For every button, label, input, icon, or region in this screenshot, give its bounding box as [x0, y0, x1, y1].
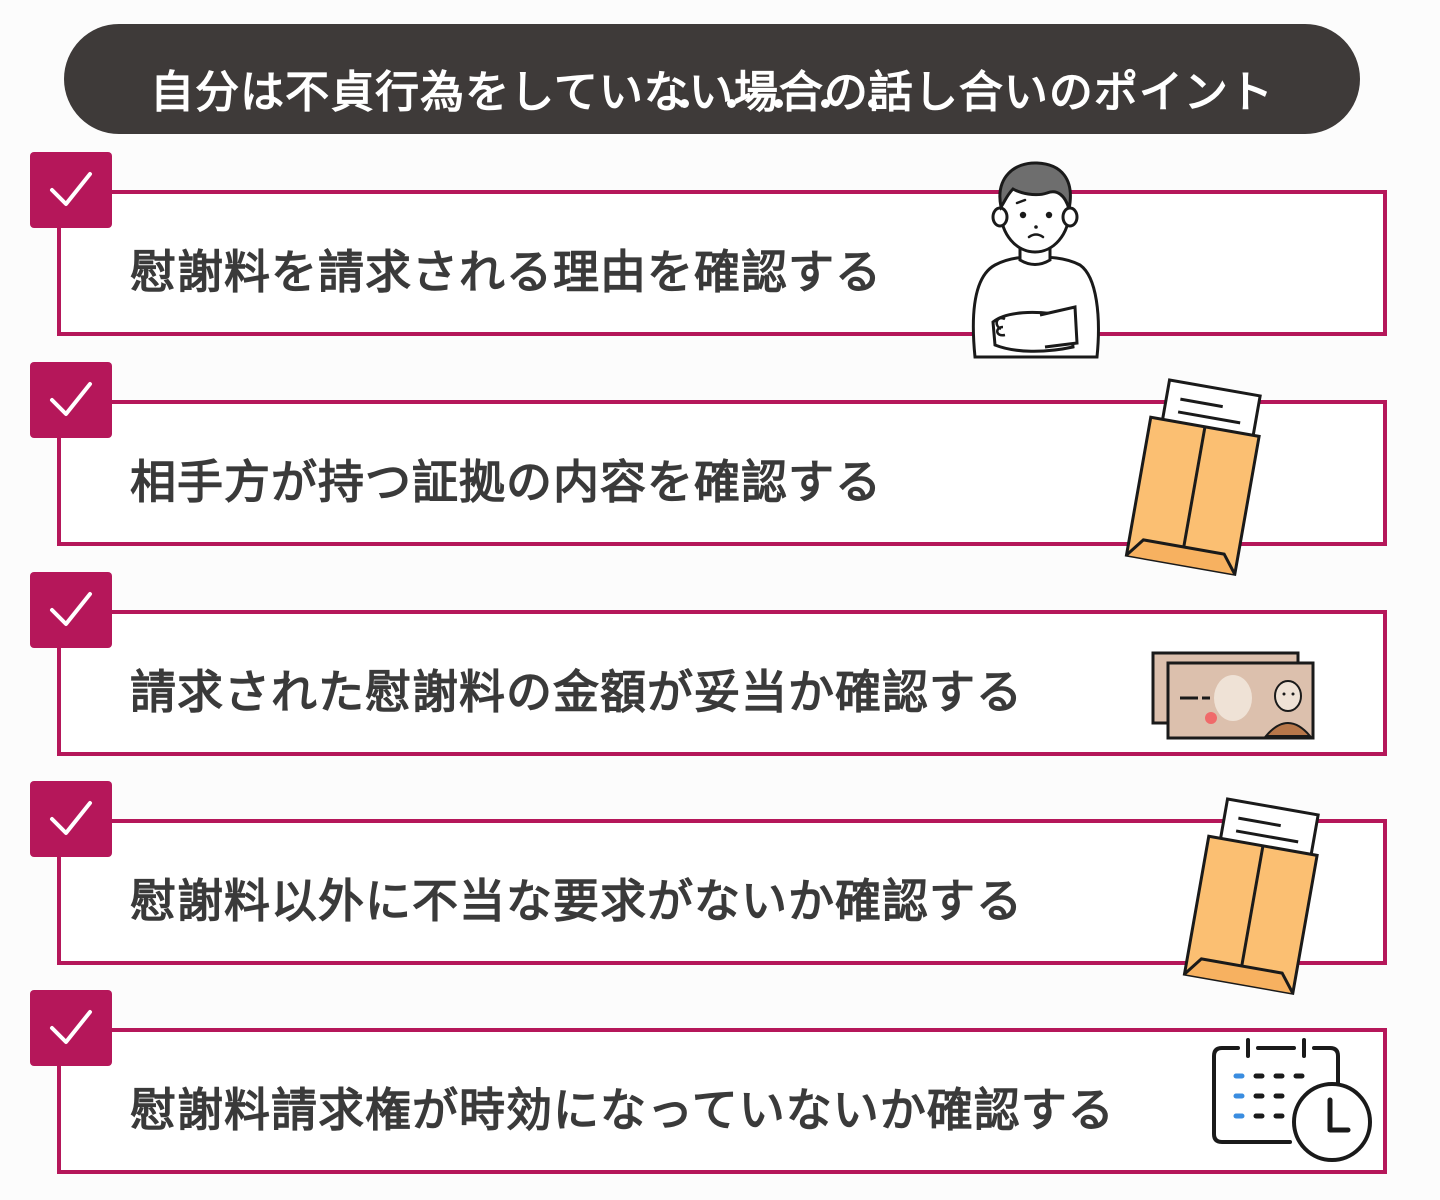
title-banner: 自分は不貞行為をしていない場合の話し合いのポイント: [64, 24, 1360, 134]
checklist-item: 慰謝料以外に不当な要求がないか確認する: [30, 781, 1396, 995]
checklist-item: 慰謝料請求権が時効になっていないか確認する: [30, 990, 1396, 1185]
check-badge: [30, 572, 112, 648]
item-label: 慰謝料以外に不当な要求がないか確認する: [130, 874, 1023, 928]
item-label: 慰謝料請求権が時効になっていないか確認する: [130, 1083, 1115, 1137]
check-badge: [30, 152, 112, 228]
item-label: 相手方が持つ証拠の内容を確認する: [130, 455, 882, 509]
item-frame: [57, 1028, 1387, 1174]
title-text: 自分は不貞行為をしていない場合の話し合いのポイント: [150, 67, 1274, 118]
item-label: 慰謝料を請求される理由を確認する: [130, 245, 882, 299]
checklist-item: 相手方が持つ証拠の内容を確認する: [30, 362, 1396, 576]
emphasis-dots: [680, 99, 880, 113]
banknotes-icon: [1151, 651, 1315, 740]
worried-man-arms-crossed-icon: [971, 161, 1100, 359]
document-envelope-icon: [1182, 797, 1320, 995]
check-icon: [50, 592, 92, 626]
check-icon: [50, 801, 92, 835]
checklist-item: 請求された慰謝料の金額が妥当か確認する: [30, 572, 1396, 767]
page-title: 自分は不貞行為をしていない場合の話し合いのポイント: [150, 56, 1274, 120]
item-frame: [57, 819, 1387, 965]
document-envelope-icon: [1124, 378, 1262, 576]
check-badge: [30, 990, 112, 1066]
item-label: 請求された慰謝料の金額が妥当か確認する: [130, 665, 1023, 719]
check-badge: [30, 362, 112, 438]
checklist-item: 慰謝料を請求される理由を確認する: [30, 152, 1396, 359]
check-icon: [50, 382, 92, 416]
calendar-clock-icon: [1212, 1038, 1372, 1162]
item-frame: [57, 190, 1387, 336]
check-icon: [50, 172, 92, 206]
check-icon: [50, 1010, 92, 1044]
check-badge: [30, 781, 112, 857]
